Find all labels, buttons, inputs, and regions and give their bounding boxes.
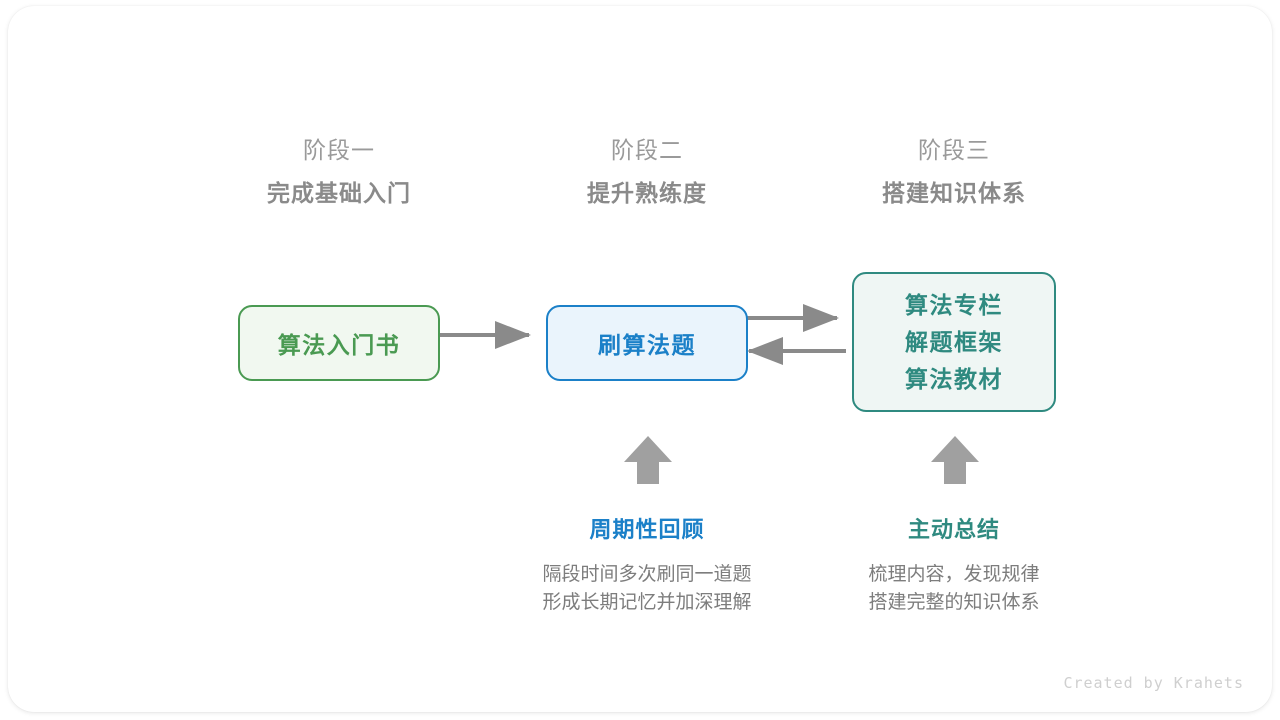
node-algorithm-intro-book[interactable]: 算法入门书	[238, 305, 440, 381]
footer-credit: Created by Krahets	[1063, 674, 1244, 692]
node-resources-line-3: 算法教材	[905, 365, 1003, 392]
node-resources-line-1: 算法专栏	[905, 291, 1003, 318]
stage-number-1: 阶段一	[303, 137, 375, 163]
stage-title-2: 提升熟练度	[587, 180, 707, 206]
stage-title-3: 搭建知识体系	[882, 180, 1026, 206]
up-arrow-summary	[931, 436, 979, 484]
node-learning-resources[interactable]: 算法专栏 解题框架 算法教材	[852, 272, 1056, 412]
annotation-periodic-review: 周期性回顾 隔段时间多次刷同一道题 形成长期记忆并加深理解	[487, 515, 807, 617]
diagram-card: 阶段一 完成基础入门 阶段二 提升熟练度 阶段三 搭建知识体系	[8, 6, 1272, 712]
annotation-review-desc-line-2: 形成长期记忆并加深理解	[542, 592, 752, 613]
stage-header-1: 阶段一 完成基础入门	[209, 135, 469, 210]
node-book-label: 算法入门书	[277, 332, 401, 358]
annotation-active-summary: 主动总结 梳理内容，发现规律 搭建完整的知识体系	[794, 515, 1114, 617]
annotation-review-desc-line-1: 隔段时间多次刷同一道题	[542, 564, 752, 585]
node-practice-label: 刷算法题	[598, 332, 696, 358]
stage-title-1: 完成基础入门	[267, 180, 411, 206]
annotation-summary-desc-line-2: 搭建完整的知识体系	[868, 592, 1040, 613]
annotation-summary-desc: 梳理内容，发现规律 搭建完整的知识体系	[794, 561, 1114, 617]
annotation-review-desc: 隔段时间多次刷同一道题 形成长期记忆并加深理解	[487, 561, 807, 617]
node-resources-line-2: 解题框架	[905, 328, 1003, 355]
annotation-review-title: 周期性回顾	[589, 517, 705, 542]
stage-number-2: 阶段二	[611, 137, 683, 163]
annotation-summary-title: 主动总结	[907, 517, 1000, 542]
stage-header-3: 阶段三 搭建知识体系	[824, 135, 1084, 210]
node-practice-problems[interactable]: 刷算法题	[546, 305, 748, 381]
stage-number-3: 阶段三	[918, 137, 990, 163]
up-arrow-review	[624, 436, 672, 484]
stage-header-2: 阶段二 提升熟练度	[517, 135, 777, 210]
annotation-summary-desc-line-1: 梳理内容，发现规律	[868, 564, 1040, 585]
